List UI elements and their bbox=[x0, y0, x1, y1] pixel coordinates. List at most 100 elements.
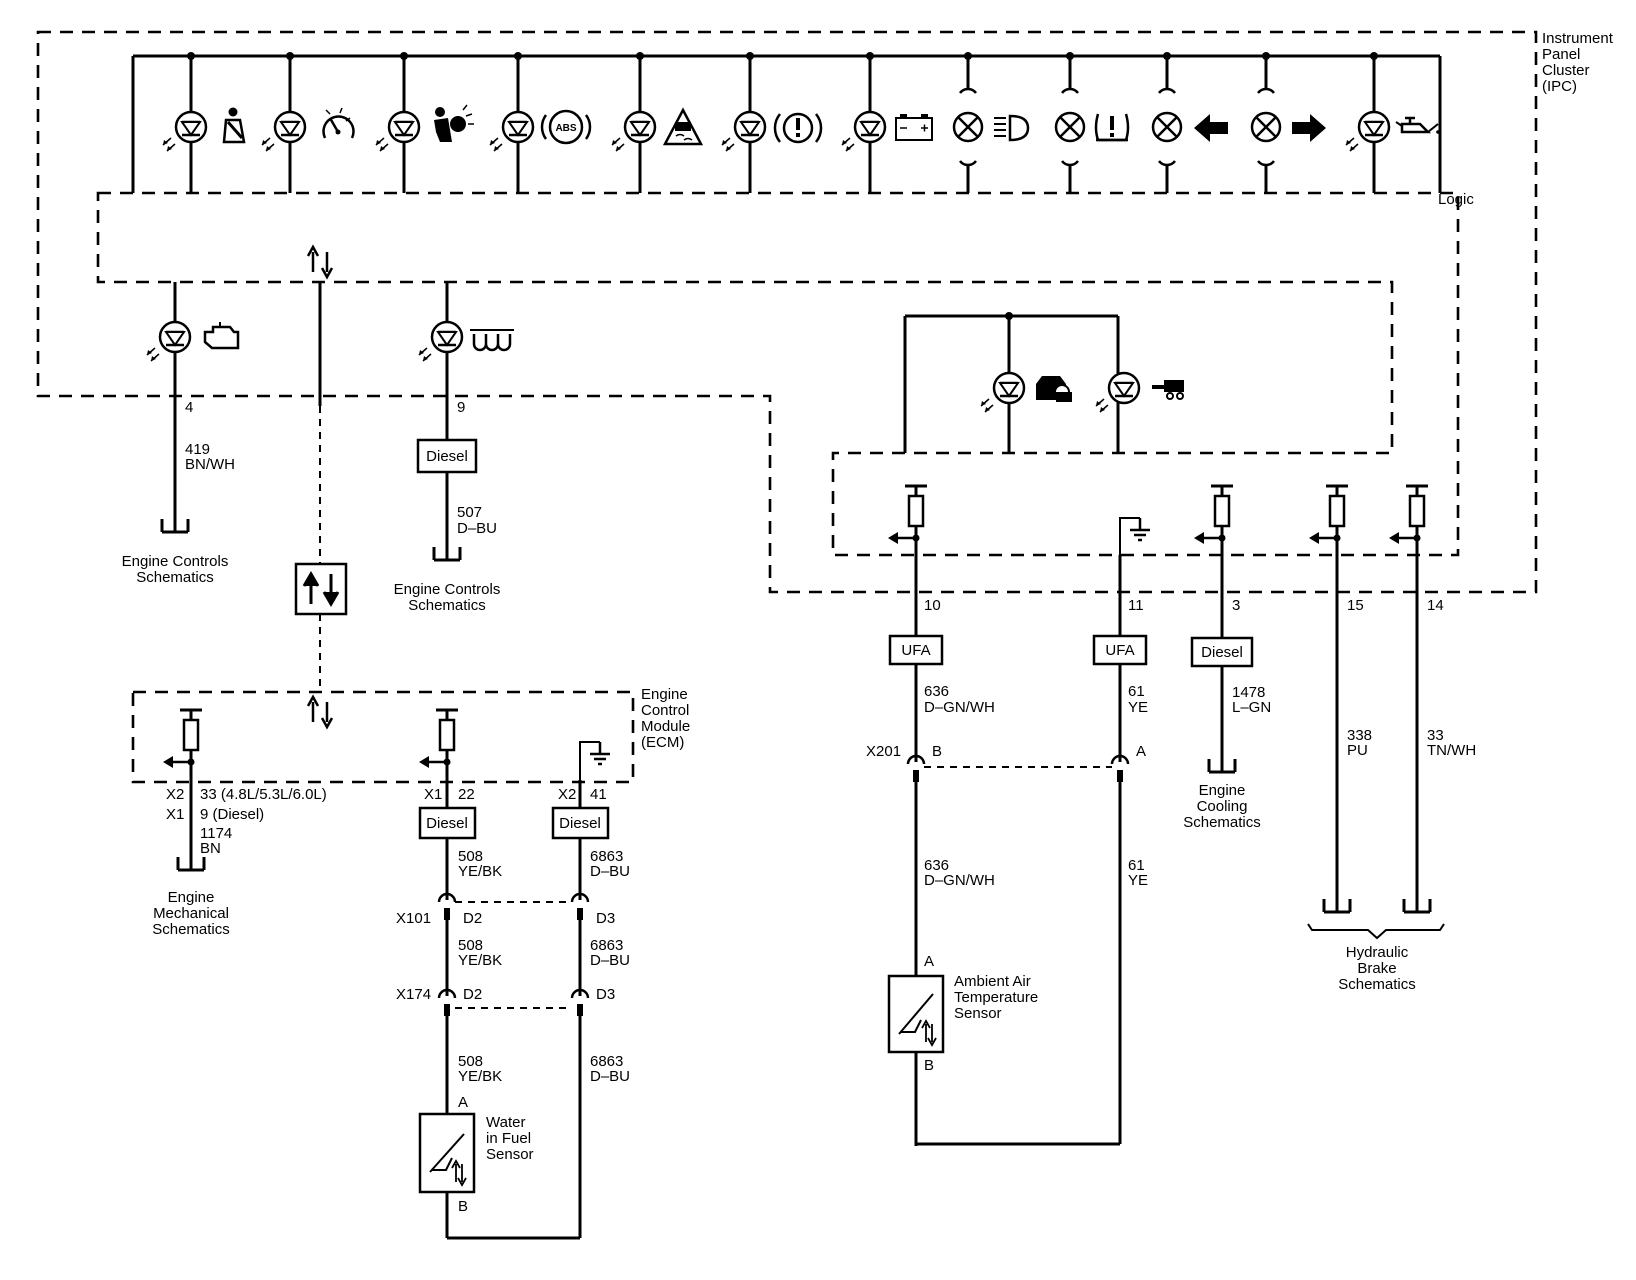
check-engine-destination: Engine Controls bbox=[122, 553, 229, 570]
wif-signal-wire-color: YE/BK bbox=[458, 863, 502, 880]
coolant-pin: 3 bbox=[1232, 597, 1240, 614]
ecm-boundary bbox=[131, 690, 635, 784]
ambient-sensor-pin-b: B bbox=[924, 1057, 934, 1074]
wif-ground-connector: X2 bbox=[558, 786, 576, 803]
glow-plug-destination-2: Schematics bbox=[408, 597, 486, 614]
brake-indicator bbox=[720, 52, 823, 193]
x201-lower-a-circuit: 636 bbox=[924, 857, 949, 874]
abs-indicator: ABS bbox=[488, 52, 592, 193]
oil-level-pin-1: 33 (4.8L/5.3L/6.0L) bbox=[200, 786, 327, 803]
coolant-circuit bbox=[1190, 484, 1254, 774]
wif-sensor-pin-b: B bbox=[458, 1198, 468, 1215]
vehicle-security-icon bbox=[1036, 376, 1072, 402]
oil-level-circuit bbox=[161, 708, 206, 872]
seatbelt-icon bbox=[222, 107, 246, 144]
wif-seg3-circuit-a: 508 bbox=[458, 1053, 483, 1070]
wif-seg3-color-a: YE/BK bbox=[458, 1068, 502, 1085]
logic-boundary bbox=[96, 191, 1460, 557]
x174-pin-d2: D2 bbox=[463, 986, 482, 1003]
oil-level-destination-2: Mechanical bbox=[153, 905, 229, 922]
brake-15-circuit-number: 338 bbox=[1347, 727, 1372, 744]
oil-level-destination-1: Engine bbox=[168, 889, 215, 906]
brake-circuit-15 bbox=[1307, 484, 1352, 914]
wif-signal-circuit bbox=[417, 708, 477, 1114]
battery-icon bbox=[895, 114, 933, 141]
left-arrow-icon bbox=[1194, 114, 1228, 142]
check-engine-destination-2: Schematics bbox=[136, 569, 214, 586]
high-beam-indicator bbox=[952, 52, 1030, 193]
wif-signal-circuit-number: 508 bbox=[458, 848, 483, 865]
ambient-ground-circuit-number: 61 bbox=[1128, 683, 1145, 700]
wif-signal-pin: 22 bbox=[458, 786, 475, 803]
ambient-ground-option: UFA bbox=[1105, 642, 1134, 659]
oil-level-pin-2: 9 (Diesel) bbox=[200, 806, 264, 823]
ecm-label-4: (ECM) bbox=[641, 734, 684, 751]
x174-pin-d3: D3 bbox=[596, 986, 615, 1003]
water-in-fuel-sensor bbox=[418, 1112, 476, 1194]
x201-name: X201 bbox=[866, 743, 901, 760]
coolant-destination-3: Schematics bbox=[1183, 814, 1261, 831]
ambient-air-temperature-sensor bbox=[887, 974, 945, 1054]
brake-destination-1: Hydraulic bbox=[1346, 944, 1409, 961]
wif-seg2-color-b: D–BU bbox=[590, 952, 630, 969]
glow-plug-circuit bbox=[416, 282, 514, 562]
ambient-signal-circuit-number: 636 bbox=[924, 683, 949, 700]
brake-destination-2: Brake bbox=[1357, 960, 1396, 977]
tire-pressure-icon bbox=[1094, 113, 1130, 142]
ipc-boundary bbox=[36, 30, 1538, 594]
coolant-destination-1: Engine bbox=[1199, 782, 1246, 799]
oil-level-destination-3: Schematics bbox=[152, 921, 230, 938]
ambient-sensor-label-3: Sensor bbox=[954, 1005, 1002, 1022]
check-engine-pin: 4 bbox=[185, 399, 193, 416]
brake-14-circuit-number: 33 bbox=[1427, 727, 1444, 744]
tire-pressure-indicator bbox=[1054, 52, 1130, 193]
brake-14-wire-color: TN/WH bbox=[1427, 742, 1476, 759]
check-engine-circuit bbox=[145, 282, 240, 534]
glow-plug-wire-color: D–BU bbox=[457, 520, 497, 537]
wif-ground-circuit bbox=[445, 740, 612, 1240]
trailer-indicator bbox=[1094, 371, 1184, 414]
wif-seg3-circuit-b: 6863 bbox=[590, 1053, 623, 1070]
brake-circuit-14 bbox=[1387, 484, 1432, 914]
trailer-icon bbox=[1152, 380, 1184, 400]
wif-ground-pin: 41 bbox=[590, 786, 607, 803]
x201-pin-b: B bbox=[932, 743, 942, 760]
ambient-signal-wire-color: D–GN/WH bbox=[924, 699, 995, 716]
glow-plug-option: Diesel bbox=[426, 448, 468, 465]
brake-destination-3: Schematics bbox=[1338, 976, 1416, 993]
traction-indicator bbox=[610, 52, 704, 193]
wif-ground-circuit-number: 6863 bbox=[590, 848, 623, 865]
coolant-circuit-number: 1478 bbox=[1232, 684, 1265, 701]
ambient-sensor-pin-a: A bbox=[924, 953, 934, 970]
ecm-label-2: Control bbox=[641, 702, 689, 719]
glow-plug-circuit-number: 507 bbox=[457, 504, 482, 521]
wif-signal-connector: X1 bbox=[424, 786, 442, 803]
high-beam-icon bbox=[994, 114, 1030, 142]
ipc-title-1: Instrument bbox=[1542, 30, 1614, 47]
brake-warning-icon bbox=[773, 112, 823, 144]
x201-pin-a: A bbox=[1136, 743, 1146, 760]
x101-pin-d2: D2 bbox=[463, 910, 482, 927]
x201-lower-b-circuit: 61 bbox=[1128, 857, 1145, 874]
ambient-signal-option: UFA bbox=[901, 642, 930, 659]
oil-level-connector-2: X1 bbox=[166, 806, 184, 823]
ipc-title-3: Cluster bbox=[1542, 62, 1590, 79]
oil-pressure-indicator bbox=[1344, 52, 1440, 193]
wif-sensor-label-1: Water bbox=[486, 1114, 525, 1131]
x201-lower-b-color: YE bbox=[1128, 872, 1148, 889]
ambient-signal-circuit bbox=[886, 484, 944, 1146]
serial-data-link bbox=[294, 244, 348, 730]
traction-control-icon bbox=[662, 107, 704, 146]
brake-14-pin: 14 bbox=[1427, 597, 1444, 614]
x174-name: X174 bbox=[396, 986, 431, 1003]
glow-plug-pin: 9 bbox=[457, 399, 465, 416]
ambient-signal-pin: 10 bbox=[924, 597, 941, 614]
right-arrow-icon bbox=[1292, 114, 1326, 142]
wif-ground-option: Diesel bbox=[559, 815, 601, 832]
ecm-label-3: Module bbox=[641, 718, 690, 735]
right-turn-indicator bbox=[1250, 52, 1326, 193]
wif-sensor-label-3: Sensor bbox=[486, 1146, 534, 1163]
check-engine-wire-color: BN/WH bbox=[185, 456, 235, 473]
cruise-indicator bbox=[260, 52, 355, 193]
